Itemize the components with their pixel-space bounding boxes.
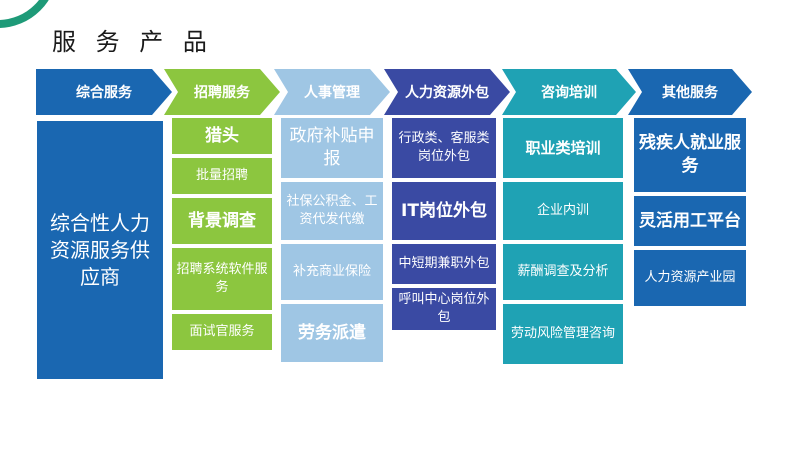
bulk-recruitment-item: 批量招聘 xyxy=(172,158,272,194)
disabled-employment-item: 残疾人就业服务 xyxy=(634,118,746,192)
header-other-services: 其他服务 xyxy=(628,69,752,115)
page-title: 服 务 产 品 xyxy=(52,28,213,56)
background-check-item: 背景调查 xyxy=(172,198,272,244)
header-hr-outsourcing: 人力资源外包 xyxy=(384,69,510,115)
labor-dispatch-item: 劳务派遣 xyxy=(281,304,383,362)
corner-decoration xyxy=(0,0,58,28)
header-recruitment-service: 招聘服务 xyxy=(164,69,280,115)
social-security-item: 社保公积金、工资代发代缴 xyxy=(281,182,383,240)
header-hr-management: 人事管理 xyxy=(274,69,390,115)
call-center-outsourcing-item: 呼叫中心岗位外包 xyxy=(392,288,496,330)
recruitment-software-item: 招聘系统软件服务 xyxy=(172,248,272,310)
corporate-training-item: 企业内训 xyxy=(503,182,623,240)
header-consulting-training: 咨询培训 xyxy=(502,69,636,115)
flexible-employment-platform-item: 灵活用工平台 xyxy=(634,196,746,246)
header-comprehensive-service: 综合服务 xyxy=(36,69,172,115)
it-outsourcing-item: IT岗位外包 xyxy=(392,182,496,240)
commercial-insurance-item: 补充商业保险 xyxy=(281,244,383,300)
salary-survey-item: 薪酬调查及分析 xyxy=(503,244,623,300)
comprehensive-hr-provider: 综合性人力资源服务供应商 xyxy=(37,121,163,379)
labor-risk-consulting-item: 劳动风险管理咨询 xyxy=(503,304,623,364)
vocational-training-item: 职业类培训 xyxy=(503,118,623,178)
government-subsidy-item: 政府补贴申报 xyxy=(281,118,383,178)
part-time-outsourcing-item: 中短期兼职外包 xyxy=(392,244,496,284)
hr-industrial-park-item: 人力资源产业园 xyxy=(634,250,746,306)
headhunting-item: 猎头 xyxy=(172,118,272,154)
admin-cs-outsourcing-item: 行政类、客服类岗位外包 xyxy=(392,118,496,178)
interviewer-service-item: 面试官服务 xyxy=(172,314,272,350)
